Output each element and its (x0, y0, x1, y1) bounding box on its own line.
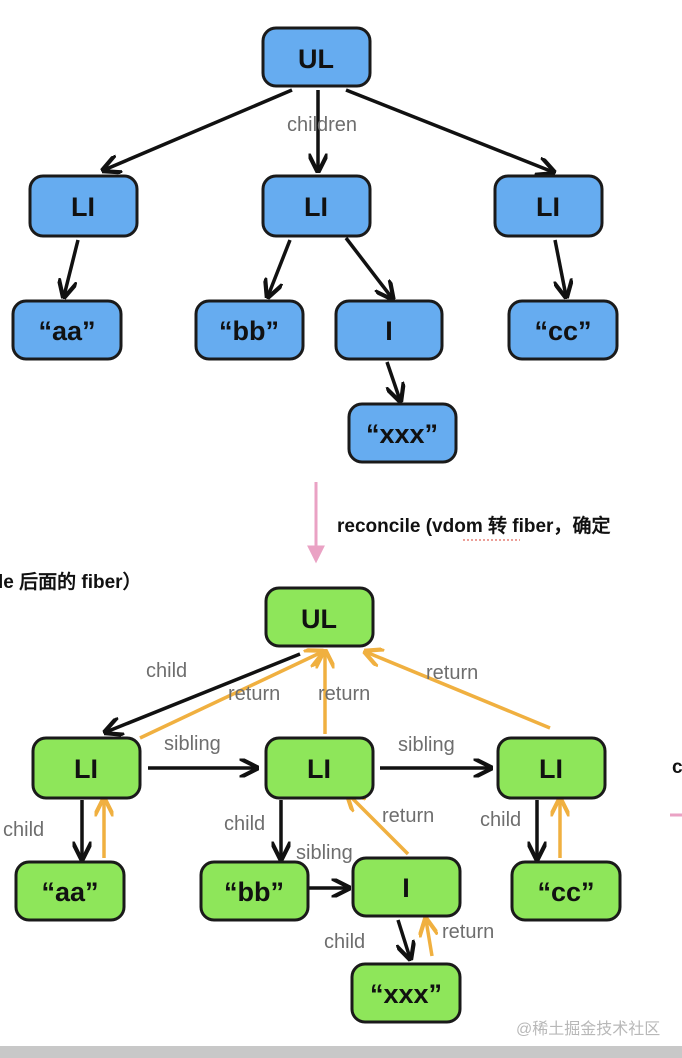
vdom-node-li1 (28, 174, 139, 238)
label-sibling-1: sibling (164, 733, 221, 755)
fiber-edge-labels: child return return return sibling sibli… (3, 660, 521, 953)
fiber-label-li3: LI (539, 754, 563, 784)
vdom-label-i: I (385, 316, 393, 346)
vdom-node-cc (507, 299, 619, 361)
fiber-node-bb (199, 860, 310, 922)
edge-li2-bb (268, 239, 292, 296)
right-edge-partial-text: c (672, 757, 682, 778)
fiber-node-labels: UL LI LI LI “aa” “bb” I “cc” “xxx” (41, 604, 594, 1009)
left-partial-caption: le 后面的 fiber） (0, 570, 142, 593)
vdom-label-li1: LI (71, 192, 95, 222)
fiber-label-li2: LI (307, 754, 331, 784)
fiber-label-cc: “cc” (537, 877, 594, 907)
return-i-li2 (348, 794, 410, 856)
label-child-i: child (324, 931, 365, 953)
edge-li2-i (344, 236, 392, 298)
return-li1-ul (139, 652, 322, 740)
vdom-node-labels: UL LI LI LI “aa” “bb” I “cc” “xxx” (38, 44, 591, 449)
return-xxx-i (426, 920, 432, 957)
child-i-xxx (398, 919, 410, 958)
label-sibling-2: sibling (398, 734, 455, 756)
fiber-label-i: I (402, 873, 410, 903)
vdom-node-li2 (261, 174, 372, 238)
label-return-xxx: return (442, 921, 494, 943)
fiber-child-sibling-edges (82, 652, 537, 958)
fiber-node-ul (264, 586, 375, 648)
return-li3-ul (366, 652, 551, 730)
vdom-label-xxx: “xxx” (366, 419, 438, 449)
edge-li1-aa (64, 239, 80, 296)
vdom-children-label: children (287, 114, 357, 136)
fiber-label-aa: “aa” (41, 877, 98, 907)
vdom-node-i (334, 299, 444, 361)
label-return-li3: return (426, 662, 478, 684)
edge-ul-li1 (104, 88, 293, 170)
watermark: @稀土掘金技术社区 (516, 1020, 660, 1038)
child-ul-li1 (106, 652, 301, 732)
fiber-node-aa (14, 860, 126, 922)
fiber-node-cc (510, 860, 622, 922)
vdom-node-xxx (347, 402, 458, 464)
label-child-li3: child (480, 809, 521, 831)
fiber-node-i (351, 856, 462, 918)
label-return-li2: return (318, 683, 370, 705)
label-child-li1: child (3, 819, 44, 841)
vdom-label-li2: LI (304, 192, 328, 222)
vdom-node-ul (261, 26, 372, 88)
fiber-node-li2 (264, 736, 375, 800)
label-sibling-bb: sibling (296, 842, 353, 864)
reconcile-caption: reconcile (vdom 转 fiber，确定 (337, 514, 610, 537)
fiber-label-bb: “bb” (224, 877, 284, 907)
edge-ul-li3 (345, 88, 553, 172)
label-return-li1: return (228, 683, 280, 705)
vdom-label-li3: LI (536, 192, 560, 222)
vdom-nodes (11, 26, 619, 464)
vdom-label-ul: UL (298, 44, 334, 74)
vdom-node-li3 (493, 174, 604, 238)
vdom-node-bb (194, 299, 305, 361)
edge-li3-cc (553, 239, 566, 296)
fiber-nodes (14, 586, 622, 1024)
vdom-label-cc: “cc” (534, 316, 591, 346)
vdom-label-aa: “aa” (38, 316, 95, 346)
vdom-node-aa (11, 299, 123, 361)
vdom-label-bb: “bb” (219, 316, 279, 346)
label-child-li2: child (224, 813, 265, 835)
fiber-node-xxx (350, 962, 462, 1024)
bottom-bar (0, 1046, 682, 1058)
fiber-label-ul: UL (301, 604, 337, 634)
fiber-node-li3 (496, 736, 607, 800)
fiber-return-edges (104, 652, 560, 957)
edge-i-xxx (385, 361, 400, 400)
label-child-ul: child (146, 660, 187, 682)
fiber-label-li1: LI (74, 754, 98, 784)
vdom-edges (64, 88, 566, 400)
fiber-label-xxx: “xxx” (370, 979, 442, 1009)
fiber-node-li1 (31, 736, 142, 800)
label-return-i: return (382, 805, 434, 827)
